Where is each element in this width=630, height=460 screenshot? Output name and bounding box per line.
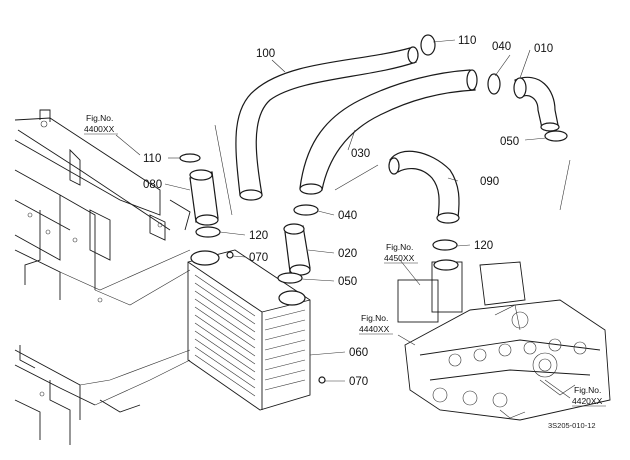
label-100: 100	[256, 48, 275, 60]
label-070-top: 070	[249, 252, 268, 264]
label-040-mid: 040	[338, 210, 357, 222]
svg-text:4400XX: 4400XX	[84, 124, 115, 134]
clamps	[179, 34, 568, 384]
svg-text:4450XX: 4450XX	[384, 253, 415, 263]
label-050-right: 050	[500, 136, 519, 148]
label-030: 030	[351, 148, 370, 160]
fig-ref-4400[interactable]: Fig.No. 4400XX	[84, 113, 118, 135]
hose-030	[299, 69, 478, 195]
hose-010	[513, 76, 560, 132]
intercooler-060	[187, 249, 311, 411]
svg-text:Fig.No.: Fig.No.	[574, 385, 601, 395]
label-120-left: 120	[249, 230, 268, 242]
engine-assembly	[397, 259, 611, 421]
label-020: 020	[338, 248, 357, 260]
label-010: 010	[534, 43, 553, 55]
drawing-code: 3S205-010-12	[548, 421, 596, 430]
svg-text:4420XX: 4420XX	[572, 396, 603, 406]
label-120-right: 120	[474, 240, 493, 252]
svg-text:Fig.No.: Fig.No.	[386, 242, 413, 252]
label-040-top: 040	[492, 41, 511, 53]
label-070-bottom: 070	[349, 376, 368, 388]
hose-080	[189, 169, 219, 226]
chassis-frame	[14, 109, 191, 445]
fig-ref-4450[interactable]: Fig.No. 4450XX	[384, 242, 418, 264]
svg-text:4440XX: 4440XX	[359, 324, 390, 334]
label-060: 060	[349, 347, 368, 359]
part-labels: 100 110 040 010 030 050 090 110 080 040 …	[143, 35, 553, 388]
label-090: 090	[480, 176, 499, 188]
svg-text:Fig.No.: Fig.No.	[361, 313, 388, 323]
label-080: 080	[143, 179, 162, 191]
label-110-left: 110	[143, 153, 161, 165]
fig-ref-4420[interactable]: Fig.No. 4420XX	[572, 385, 606, 407]
label-110-top: 110	[458, 35, 476, 47]
label-050-mid: 050	[338, 276, 357, 288]
fig-ref-4440[interactable]: Fig.No. 4440XX	[359, 313, 393, 335]
hose-020	[283, 223, 311, 276]
leader-lines	[115, 39, 571, 399]
hose-100	[235, 46, 419, 201]
hose-090	[388, 150, 460, 224]
svg-text:Fig.No.: Fig.No.	[86, 113, 113, 123]
